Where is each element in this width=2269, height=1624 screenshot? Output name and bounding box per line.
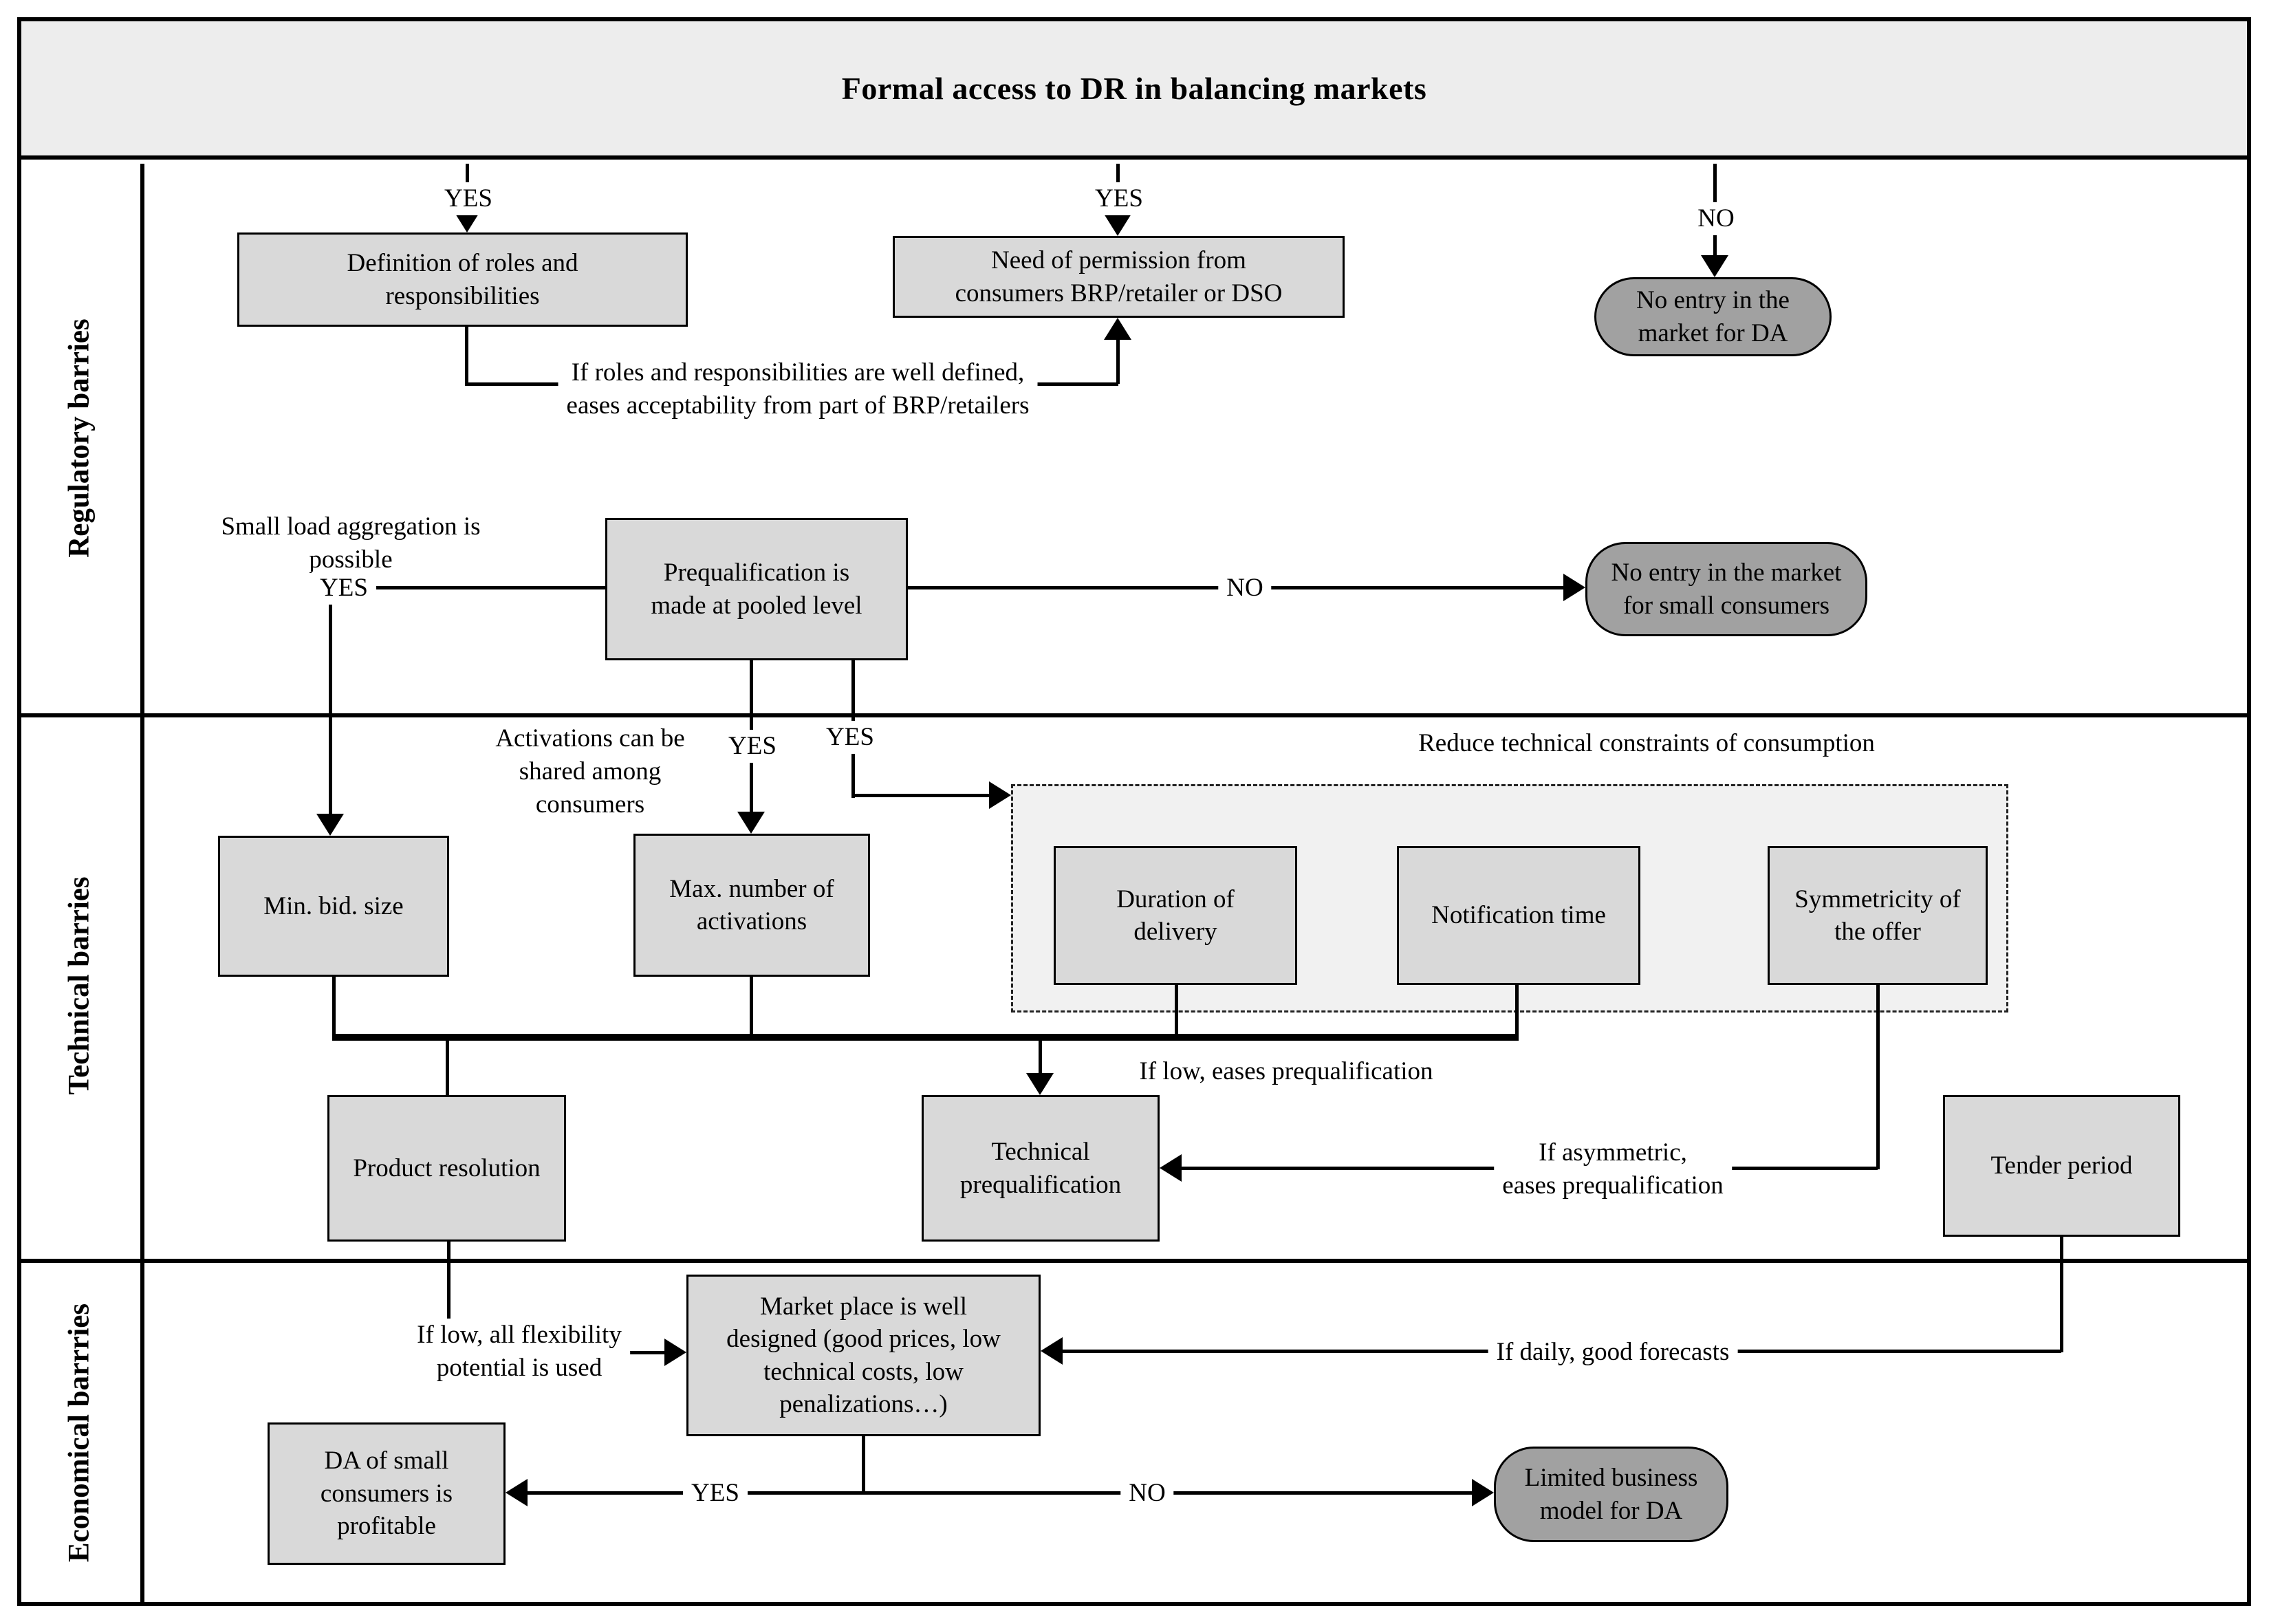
terminal-limited-business: Limited business model for DA xyxy=(1494,1447,1728,1542)
arrowhead-into-market-right xyxy=(1041,1337,1063,1365)
label-yes-roles: YES xyxy=(436,182,501,216)
arrowhead-into-technical-preq xyxy=(1026,1073,1054,1095)
node-technical-prequalification: Technical prequalification xyxy=(922,1095,1160,1242)
label-reduce-constraints: Reduce technical constraints of consumpt… xyxy=(1418,728,1875,757)
connector-market-down xyxy=(862,1436,865,1494)
connector-definition-down xyxy=(465,327,468,385)
connector-bus-line xyxy=(332,1034,1519,1041)
connector-bus-to-product-resolution xyxy=(446,1037,449,1095)
label-activations-shared: Activations can be shared among consumer… xyxy=(495,724,685,819)
label-if-daily: If daily, good forecasts xyxy=(1488,1335,1738,1369)
label-if-low-preq: If low, eases prequalification xyxy=(1139,1057,1433,1085)
arrowhead-into-min-bid xyxy=(316,814,344,836)
node-symmetricity-offer: Symmetricity of the offer xyxy=(1768,846,1988,985)
connector-duration-to-bus xyxy=(1175,985,1178,1039)
connector-notification-to-bus xyxy=(1515,985,1519,1039)
arrowhead-up-into-permission xyxy=(1104,318,1131,340)
connector-tender-down xyxy=(2060,1237,2063,1352)
node-need-permission: Need of permission from consumers BRP/re… xyxy=(893,236,1345,318)
terminal-no-entry-da: No entry in the market for DA xyxy=(1594,277,1832,356)
node-product-resolution: Product resolution xyxy=(327,1095,566,1242)
label-no-market: NO xyxy=(1120,1476,1174,1511)
arrowhead-into-dashed-group xyxy=(989,781,1011,809)
connector-smallload-to-prequal xyxy=(373,586,605,589)
connector-product-resolution-down xyxy=(447,1242,450,1354)
connector-yes-to-min-bid xyxy=(329,600,332,815)
terminal-no-entry-small: No entry in the market for small consume… xyxy=(1585,542,1867,636)
node-max-activations: Max. number of activations xyxy=(633,834,870,977)
label-yes-market: YES xyxy=(683,1476,748,1511)
arrowhead-into-limited-business xyxy=(1472,1479,1494,1506)
node-duration-delivery: Duration of delivery xyxy=(1054,846,1297,985)
arrowhead-left-into-technical-preq xyxy=(1160,1154,1182,1182)
sidebar-divider-line xyxy=(140,164,144,1606)
label-no-small: NO xyxy=(1218,571,1272,605)
label-yes-permission: YES xyxy=(1087,182,1151,216)
label-if-low-flex: If low, all flexibility potential is use… xyxy=(409,1318,630,1385)
node-da-small-profitable: DA of small consumers is profitable xyxy=(268,1422,506,1565)
page-title: Formal access to DR in balancing markets xyxy=(841,71,1427,106)
label-small-load: Small load aggregation is possible xyxy=(221,512,481,574)
connector-yes-no-horizontal xyxy=(526,1491,1473,1495)
label-roles-defined: If roles and responsibilities are well d… xyxy=(558,356,1038,423)
sidebar-label-regulatory: Regulatory barries xyxy=(63,318,96,558)
connector-into-dashed-group xyxy=(851,794,990,797)
section-divider-regulatory-technical xyxy=(17,713,2251,717)
arrowhead-into-da-profitable xyxy=(506,1479,528,1506)
arrowhead-into-permission xyxy=(1104,214,1131,236)
node-prequalification-pooled: Prequalification is made at pooled level xyxy=(605,518,908,660)
arrowhead-into-market-left xyxy=(664,1339,686,1366)
sidebar-label-economical: Economical barrries xyxy=(63,1303,96,1563)
label-yes-pool-1: YES xyxy=(720,729,785,764)
connector-up-to-permission xyxy=(1116,338,1120,384)
node-market-place: Market place is well designed (good pric… xyxy=(686,1275,1041,1436)
arrowhead-into-no-entry-small xyxy=(1563,574,1585,601)
sidebar-label-technical: Technical barries xyxy=(63,876,96,1095)
node-definition-roles: Definition of roles and responsibilities xyxy=(237,232,688,327)
section-divider-technical-economical xyxy=(17,1259,2251,1263)
node-notification-time: Notification time xyxy=(1397,846,1640,985)
label-if-asymmetric: If asymmetric, eases prequalification xyxy=(1494,1136,1732,1203)
label-no-da: NO xyxy=(1689,202,1743,236)
node-tender-period: Tender period xyxy=(1943,1095,2180,1237)
arrowhead-into-no-entry-da xyxy=(1701,255,1728,277)
connector-bus-to-technical-preq xyxy=(1039,1037,1042,1074)
connector-max-to-bus xyxy=(750,977,753,1039)
title-band: Formal access to DR in balancing markets xyxy=(17,17,2251,160)
arrowhead-into-max-activations xyxy=(737,812,765,834)
connector-symmetricity-down xyxy=(1876,985,1880,1169)
label-yes-small: YES xyxy=(312,571,376,605)
node-min-bid-size: Min. bid. size xyxy=(218,836,449,977)
label-yes-pool-2: YES xyxy=(818,720,882,755)
connector-minbid-to-bus xyxy=(332,977,336,1039)
